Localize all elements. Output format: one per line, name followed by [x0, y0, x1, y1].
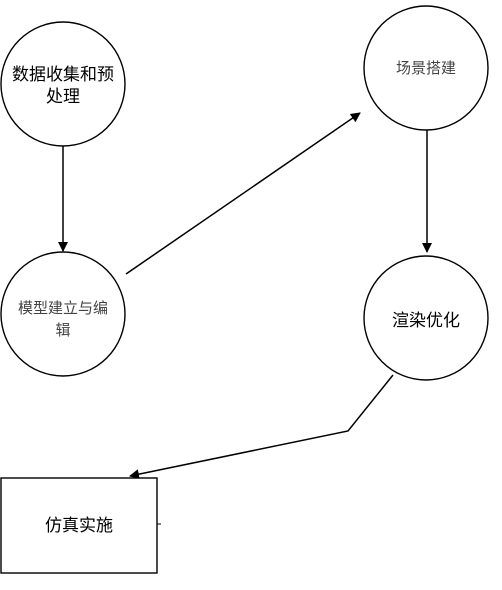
node-render-optimization: 渲染优化 [363, 255, 489, 381]
node-data-collection-label-line1: 数据收集和预 [12, 65, 114, 85]
node-data-collection-label-line2: 处理 [46, 87, 80, 107]
node-modeling-label-line1: 模型建立与编 [18, 299, 108, 317]
node-simulation-label: 仿真实施 [45, 516, 113, 536]
node-scene-building: 场景搭建 [363, 5, 489, 131]
edge-render-to-simulation [129, 374, 394, 480]
node-scene-building-label: 场景搭建 [396, 59, 456, 77]
edge-model-to-scene [125, 112, 361, 275]
node-modeling-label-line2: 辑 [55, 321, 70, 339]
node-modeling: 模型建立与编 辑 [0, 251, 126, 377]
node-render-optimization-label: 渲染优化 [392, 311, 460, 331]
node-data-collection: 数据收集和预 处理 [0, 21, 126, 147]
node-simulation: 仿真实施 [0, 477, 161, 574]
